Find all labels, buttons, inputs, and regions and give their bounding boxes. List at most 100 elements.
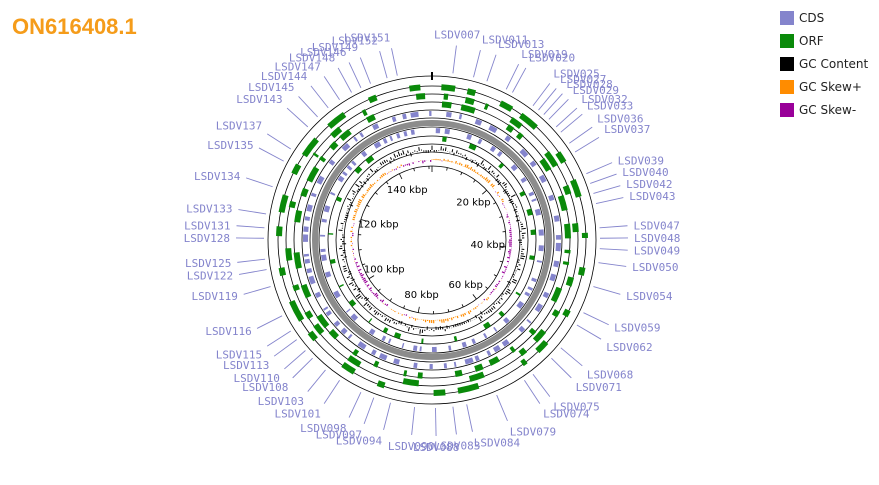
feature-arc	[373, 361, 379, 368]
gc-skew-negative-bar	[492, 291, 493, 292]
gc-skew-positive-bar	[357, 205, 360, 206]
feature-arc	[377, 380, 386, 388]
feature-arc	[330, 192, 335, 196]
feature-arc	[389, 136, 393, 141]
gc-content-bar	[347, 277, 350, 278]
feature-arc	[418, 372, 423, 378]
label-connector	[577, 325, 601, 339]
feature-arc	[466, 134, 472, 140]
gc-skew-negative-bar	[367, 285, 369, 287]
scale-label: 140 kbp	[387, 185, 428, 196]
feature-arc	[549, 274, 556, 282]
gene-label: LSDV115	[216, 348, 262, 361]
feature-arc	[486, 350, 491, 356]
gc-content-bar	[516, 220, 520, 221]
gc-content-bar	[485, 168, 486, 170]
gc-skew-positive-bar	[367, 190, 369, 191]
label-connector	[237, 226, 265, 228]
gc-content-bar	[508, 287, 509, 288]
gc-content-bar	[501, 296, 502, 297]
gc-skew-negative-bar	[355, 262, 357, 263]
gc-skew-negative-bar	[495, 286, 497, 287]
gc-content-bar	[358, 296, 362, 299]
feature-arc	[371, 349, 377, 355]
feature-arc	[352, 349, 359, 356]
gc-content-bar	[509, 195, 510, 196]
feature-arc	[556, 243, 561, 251]
gc-skew-positive-bar	[477, 172, 478, 173]
gc-skew-positive-bar	[354, 215, 356, 216]
gc-content-bar	[504, 183, 507, 185]
gc-content-bar	[516, 211, 518, 212]
gc-skew-positive-bar	[474, 170, 475, 172]
label-connector	[237, 259, 265, 262]
gc-content-bar	[397, 155, 398, 157]
ruler-tick	[390, 298, 392, 300]
feature-arc	[524, 291, 530, 296]
feature-arc	[325, 271, 331, 277]
gc-content-bar	[507, 289, 510, 291]
gene-label: LSDV101	[275, 408, 321, 421]
gc-skew-negative-bar	[365, 281, 368, 283]
feature-arc	[455, 370, 463, 377]
gc-content-bar	[447, 326, 448, 329]
gc-content-bar	[506, 291, 510, 294]
feature-arc	[279, 194, 289, 213]
feature-arc	[329, 141, 338, 150]
gene-label: LSDV062	[606, 341, 652, 354]
feature-arc	[307, 166, 320, 182]
feature-arc	[315, 292, 322, 298]
gc-content-bar	[408, 327, 409, 331]
gc-content-bar	[384, 160, 386, 163]
gc-skew-negative-bar	[504, 266, 507, 267]
gc-skew-positive-bar	[456, 161, 457, 164]
feature-arc	[539, 229, 544, 235]
gc-skew-positive-bar	[383, 174, 385, 176]
gc-skew-negative-bar	[360, 273, 362, 274]
gc-content-bar	[355, 286, 356, 287]
gc-content-bar	[380, 314, 381, 315]
label-connector	[487, 55, 496, 81]
feature-arc	[430, 364, 433, 369]
feature-arc	[483, 322, 491, 330]
label-connector	[384, 403, 391, 430]
gc-skew-negative-bar	[507, 261, 509, 262]
feature-arc	[537, 260, 542, 263]
feature-arc	[454, 362, 457, 367]
feature-arc	[394, 332, 401, 339]
gene-label: LSDV122	[187, 270, 233, 283]
gc-content-bar	[490, 309, 492, 312]
label-connector	[360, 58, 370, 84]
label-connector	[287, 108, 308, 127]
feature-arc	[346, 309, 351, 313]
scale-label: 60 kbp	[448, 280, 482, 291]
ruler-tick	[461, 172, 462, 175]
gene-label: LSDV048	[634, 232, 680, 245]
feature-arc	[432, 347, 437, 352]
gc-skew-positive-bar	[473, 308, 474, 309]
gene-label: LSDV110	[233, 372, 279, 385]
label-connector	[364, 398, 374, 424]
feature-arc	[328, 233, 333, 235]
feature-arc	[289, 300, 304, 322]
gc-skew-positive-bar	[459, 163, 460, 165]
feature-arc	[444, 363, 447, 368]
gc-skew-negative-bar	[403, 165, 404, 166]
gc-content-bar	[385, 318, 387, 321]
gc-content-bar	[401, 153, 402, 155]
feature-arc	[317, 176, 325, 185]
feature-arc	[366, 114, 376, 123]
feature-arc	[519, 113, 538, 130]
gc-skew-negative-bar	[374, 293, 377, 295]
feature-arc	[403, 131, 407, 137]
feature-arc	[530, 229, 535, 235]
label-connector	[453, 46, 456, 74]
gc-skew-negative-bar	[502, 272, 505, 273]
label-connector	[586, 163, 612, 174]
gc-skew-negative-bar	[484, 299, 485, 300]
feature-arc	[499, 100, 513, 111]
label-connector	[308, 370, 326, 392]
scale-label: 40 kbp	[471, 240, 505, 251]
feature-arc	[326, 310, 332, 316]
feature-arc	[578, 267, 586, 276]
